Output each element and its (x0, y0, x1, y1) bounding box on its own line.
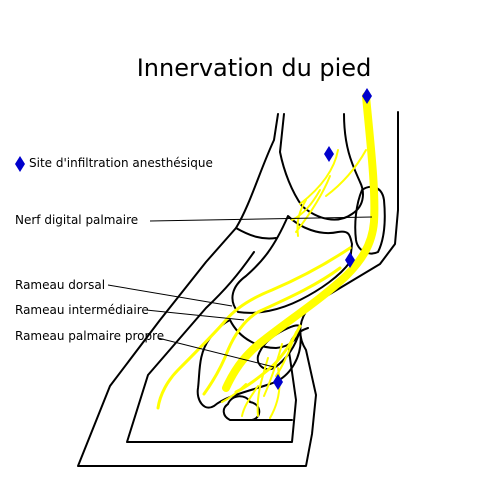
legend-label: Site d'infiltration anesthésique (29, 156, 213, 170)
injection-site-marker-2 (324, 146, 334, 162)
navicular-bone (256, 324, 302, 371)
injection-site-marker-3 (345, 252, 355, 268)
sesamoid-bone (354, 185, 386, 255)
injection-site-marker-4 (273, 374, 283, 390)
leader-dorsal-branch (107, 284, 233, 307)
label-intermediate-branch: Rameau intermédiaire (15, 303, 149, 317)
injection-sites (273, 88, 372, 390)
diagram-title: Innervation du pied (137, 54, 372, 82)
heel-bulb (222, 395, 261, 421)
second-phalanx (231, 215, 353, 314)
label-digital-nerve: Nerf digital palmaire (15, 213, 138, 227)
coronary-band-line (235, 227, 277, 240)
leader-digital-nerve (149, 216, 373, 222)
palmar-digital-nerve-main (222, 92, 379, 392)
injection-site-marker-1 (362, 88, 372, 104)
label-proper-palmar-branch: Rameau palmaire propre (15, 329, 164, 343)
proper-palmar-branch-nerve (234, 324, 302, 394)
pastern-nerve-fan (291, 149, 367, 237)
nerve-labels: Nerf digital palmaire Rameau dorsal Rame… (15, 213, 164, 343)
intermediate-branch-nerve (202, 266, 342, 396)
dorsal-branch-nerve (156, 246, 352, 410)
leader-intermediate-branch (145, 309, 245, 321)
legend: Site d'infiltration anesthésique (15, 156, 213, 172)
nerve-network (156, 92, 379, 419)
blue-diamond-icon (15, 156, 25, 172)
label-dorsal-branch: Rameau dorsal (15, 278, 105, 292)
leader-lines (107, 216, 373, 368)
toe-nerve-fan (221, 331, 297, 419)
first-phalanx (279, 113, 364, 221)
leader-proper-palmar-branch (157, 337, 275, 368)
